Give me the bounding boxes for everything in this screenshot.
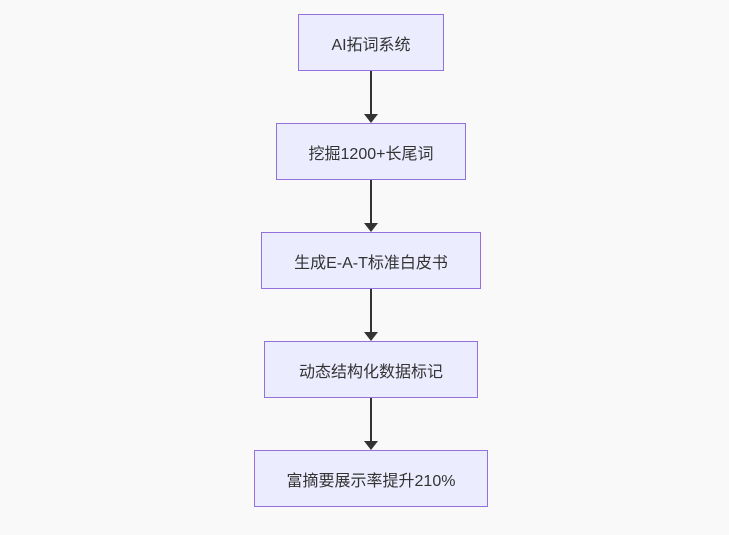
arrow-down-icon [364,114,378,123]
flow-node-structured-data-markup: 动态结构化数据标记 [264,341,478,398]
arrow-down-icon [364,223,378,232]
flow-node-label: AI拓词系统 [331,36,411,54]
arrow-down-icon [364,332,378,341]
flow-arrow-1 [364,71,378,123]
arrow-line [370,398,372,441]
flow-node-ai-keyword-system: AI拓词系统 [298,14,444,71]
flow-node-label: 动态结构化数据标记 [298,363,443,381]
flow-node-longtail-mining: 挖掘1200+长尾词 [276,123,466,180]
arrow-line [370,180,372,223]
arrow-line [370,71,372,114]
flow-arrow-3 [364,289,378,341]
flow-node-label: 挖掘1200+长尾词 [308,145,434,163]
flow-arrow-4 [364,398,378,450]
flow-node-label: 生成E-A-T标准白皮书 [294,254,448,272]
flow-node-eat-whitepaper: 生成E-A-T标准白皮书 [261,232,481,289]
flow-node-rich-snippet-result: 富摘要展示率提升210% [254,450,488,507]
arrow-down-icon [364,441,378,450]
arrow-line [370,289,372,332]
flow-arrow-2 [364,180,378,232]
flow-node-label: 富摘要展示率提升210% [286,472,456,490]
